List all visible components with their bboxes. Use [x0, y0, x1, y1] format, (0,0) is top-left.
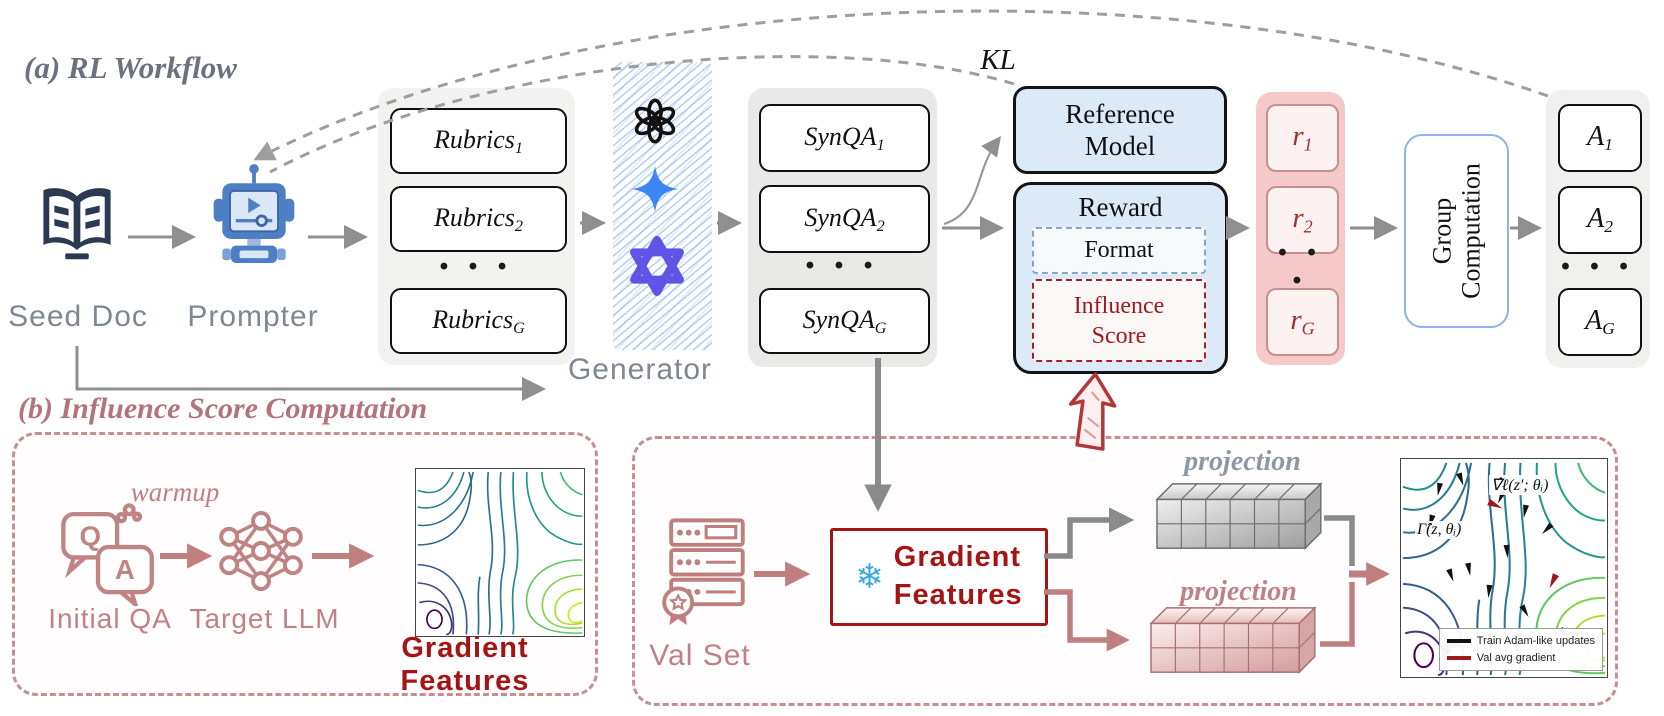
target-llm-label: Target LLM [189, 603, 340, 634]
kl-label: KL [980, 43, 1016, 76]
rubrics-ellipsis: • • • [439, 253, 514, 280]
reward-r1-box: r1 [1266, 104, 1339, 172]
panel-b-title: (b) Influence Score Computation [18, 392, 428, 425]
legend-swatch-red [1446, 655, 1471, 660]
seed-doc-label: Seed Doc [8, 300, 148, 333]
rubrics-1-box: Rubrics1 [390, 108, 567, 174]
snowflake-icon: ❄ [855, 558, 884, 596]
qa-chat-icon: Q A [61, 503, 154, 606]
advantage-a2-box: A2 [1558, 186, 1642, 254]
legend-row-train: Train Adam-like updates [1446, 633, 1595, 650]
curve-synqa-to-reference [943, 136, 1001, 226]
gradient-features-plot [415, 468, 585, 637]
qwen-logo-icon [630, 235, 684, 297]
val-grad-annotation: ∇̂ℓ(z′; θᵢ) [1489, 475, 1551, 495]
panel-a-title: (a) RL Workflow [24, 50, 237, 85]
svg-text:A: A [115, 554, 135, 585]
projection-bottom-label: projection [1180, 576, 1297, 607]
initial-qa-label: Initial QA [48, 603, 172, 634]
gradient-features-caption: Gradient Features [400, 632, 530, 697]
rewards-ellipsis: • • • [1278, 239, 1323, 294]
projection-top-label: projection [1184, 446, 1301, 477]
synqa-1-box: SynQA1 [759, 104, 930, 172]
seed-doc-book-icon [43, 188, 111, 260]
synqa-2-box: SynQA2 [759, 185, 930, 253]
warmup-label: warmup [130, 476, 220, 507]
rubrics-g-box: RubricsG [390, 288, 567, 354]
advantage-a1-box: A1 [1558, 104, 1642, 172]
val-set-label: Val Set [649, 639, 751, 672]
reward-title: Reward [1078, 191, 1163, 222]
advantage-ag-box: AG [1558, 288, 1642, 356]
legend-row-val: Val avg gradient [1446, 650, 1595, 667]
influence-annotation: Γ̂(z, θᵢ) [1415, 521, 1464, 539]
reward-r2-box: r2 [1266, 186, 1339, 254]
projection-tensor-gray [1155, 482, 1323, 550]
reward-rg-box: rG [1266, 288, 1339, 356]
prompter-label: Prompter [187, 300, 319, 333]
svg-text:Q: Q [79, 520, 101, 551]
influence-contour-plot: ∇̂ℓ(z′; θᵢ) Γ̂(z, θᵢ) Train Adam-like up… [1400, 458, 1608, 678]
gemini-sparkle-icon [631, 165, 679, 213]
advantages-ellipsis: • • • [1561, 253, 1635, 280]
projection-tensor-pink [1149, 606, 1317, 674]
neural-network-icon [219, 510, 303, 592]
rubrics-2-box: Rubrics2 [390, 186, 567, 252]
synqa-g-box: SynQAG [759, 288, 930, 354]
synqa-ellipsis: • • • [805, 252, 880, 279]
prompter-robot-icon [213, 164, 295, 263]
format-reward-box: Format [1032, 227, 1206, 274]
legend-swatch-black [1446, 639, 1471, 644]
openai-logo-icon [634, 98, 676, 144]
plot-legend: Train Adam-like updates Val avg gradient [1438, 628, 1603, 671]
generator-label: Generator [567, 353, 713, 386]
val-set-server-icon [662, 518, 745, 626]
